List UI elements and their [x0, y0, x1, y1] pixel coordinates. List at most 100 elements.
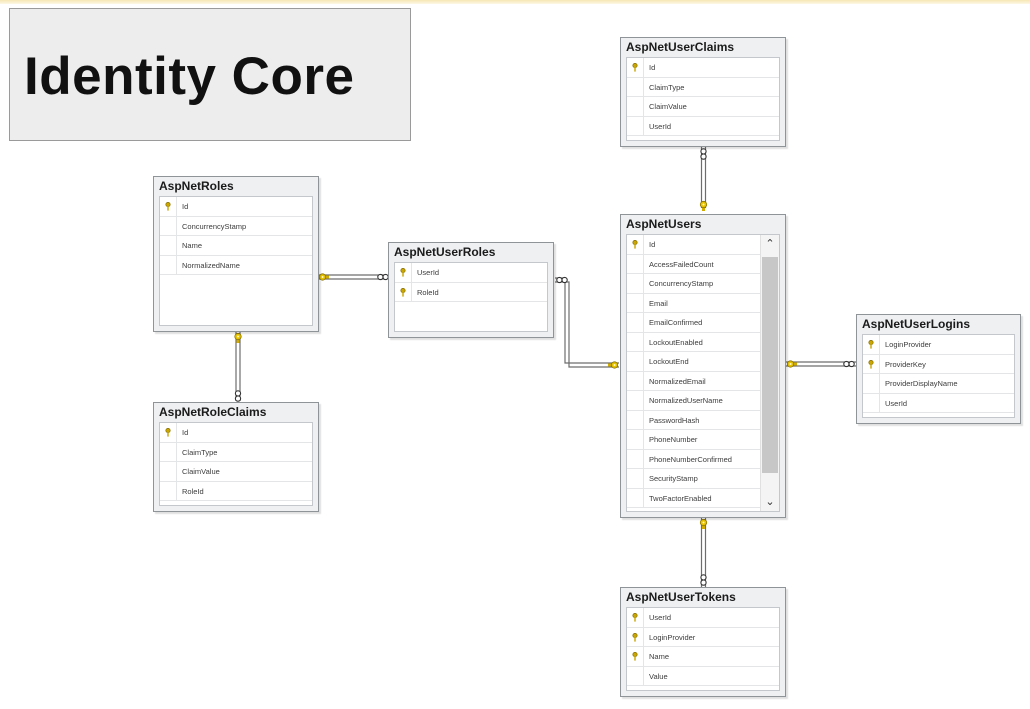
- column-row[interactable]: UserId: [627, 608, 779, 628]
- column-name: ProviderKey: [885, 359, 926, 369]
- column-name: ClaimValue: [649, 102, 687, 111]
- column-row[interactable]: UserId: [395, 263, 547, 283]
- column-row[interactable]: Name: [160, 236, 312, 256]
- column-row[interactable]: Id: [627, 58, 779, 78]
- slide-title-box: Identity Core: [9, 8, 411, 141]
- slide-title: Identity Core: [24, 47, 355, 106]
- column-row[interactable]: UserId: [863, 393, 1014, 413]
- table-title: AspNetRoleClaims: [159, 405, 267, 419]
- column-name: PasswordHash: [649, 415, 700, 425]
- column-row[interactable]: PhoneNumber: [627, 430, 761, 450]
- row-selector: [863, 354, 880, 373]
- column-row[interactable]: LoginProvider: [863, 335, 1014, 355]
- column-row[interactable]: Name: [627, 647, 779, 667]
- row-selector: [395, 282, 412, 301]
- scroll-down-icon[interactable]: ⌄: [765, 495, 775, 508]
- column-name: RoleId: [417, 287, 439, 297]
- link-users-usertokens: [699, 518, 708, 587]
- column-row[interactable]: PasswordHash: [627, 410, 761, 430]
- column-row[interactable]: Id: [160, 423, 312, 443]
- column-name: ClaimType: [649, 82, 685, 92]
- row-selector: [627, 627, 644, 646]
- row-selector: [627, 449, 644, 468]
- row-selector: [395, 263, 412, 282]
- column-row[interactable]: NormalizedName: [160, 255, 312, 275]
- column-row[interactable]: NormalizedUserName: [627, 391, 761, 411]
- column-name: PhoneNumberConfirmed: [649, 454, 732, 464]
- column-row[interactable]: Value: [627, 666, 779, 686]
- column-name: Name: [182, 241, 203, 250]
- column-row[interactable]: ClaimType: [627, 77, 779, 97]
- row-selector: [160, 481, 177, 500]
- row-selector: [160, 197, 177, 216]
- column-row[interactable]: PhoneNumberConfirmed: [627, 449, 761, 469]
- column-row[interactable]: ProviderDisplayName: [863, 374, 1014, 394]
- column-row[interactable]: RoleId: [395, 282, 547, 302]
- column-row[interactable]: LockoutEnd: [627, 352, 761, 372]
- row-selector: [627, 58, 644, 77]
- column-name: Id: [649, 240, 656, 249]
- link-users-userclaims: [699, 147, 708, 212]
- primary-key-icon: [400, 268, 406, 277]
- row-selector: [627, 97, 644, 116]
- column-row[interactable]: SecurityStamp: [627, 469, 761, 489]
- column-list-scrollbar[interactable]: ⌃ ⌄: [760, 235, 779, 511]
- row-selector: [627, 666, 644, 685]
- column-row[interactable]: ClaimValue: [627, 97, 779, 117]
- primary-key-icon: [165, 202, 171, 211]
- column-name: LoginProvider: [649, 632, 696, 642]
- column-row[interactable]: Id: [627, 235, 761, 255]
- column-name: LockoutEnabled: [649, 337, 703, 347]
- column-row[interactable]: LoginProvider: [627, 627, 779, 647]
- column-row[interactable]: EmailConfirmed: [627, 313, 761, 333]
- column-row[interactable]: ClaimValue: [160, 462, 312, 482]
- row-selector: [160, 462, 177, 481]
- column-name: UserId: [649, 121, 672, 131]
- column-row[interactable]: LockoutEnabled: [627, 332, 761, 352]
- column-name: NormalizedUserName: [649, 396, 723, 405]
- column-name: UserId: [649, 613, 672, 622]
- column-name: NormalizedEmail: [649, 376, 706, 386]
- row-selector: [627, 274, 644, 293]
- row-selector: [627, 77, 644, 96]
- primary-key-icon: [868, 340, 874, 349]
- column-row[interactable]: UserId: [627, 116, 779, 136]
- column-row[interactable]: ProviderKey: [863, 354, 1014, 374]
- row-selector: [627, 254, 644, 273]
- row-selector: [627, 647, 644, 666]
- row-selector: [627, 352, 644, 371]
- column-name: RoleId: [182, 486, 204, 496]
- scrollbar-thumb[interactable]: [762, 257, 778, 473]
- column-name: NormalizedName: [182, 260, 240, 270]
- column-row[interactable]: NormalizedEmail: [627, 371, 761, 391]
- link-users-userlogins: [786, 360, 856, 368]
- column-row[interactable]: ClaimType: [160, 442, 312, 462]
- row-selector: [627, 116, 644, 135]
- column-row[interactable]: Email: [627, 293, 761, 313]
- row-selector: [627, 608, 644, 627]
- column-row[interactable]: TwoFactorEnabled: [627, 488, 761, 508]
- primary-key-icon: [632, 63, 638, 72]
- column-name: EmailConfirmed: [649, 318, 703, 327]
- table-title: AspNetUserClaims: [626, 40, 735, 54]
- row-selector: [627, 313, 644, 332]
- column-row[interactable]: ConcurrencyStamp: [160, 216, 312, 236]
- row-selector: [627, 488, 644, 507]
- scroll-up-icon[interactable]: ⌃: [765, 237, 775, 250]
- column-row[interactable]: ConcurrencyStamp: [627, 274, 761, 294]
- column-row[interactable]: RoleId: [160, 481, 312, 501]
- column-row[interactable]: AccessFailedCount: [627, 254, 761, 274]
- column-name: UserId: [885, 398, 908, 408]
- column-row[interactable]: Id: [160, 197, 312, 217]
- link-users-userroles: [555, 276, 619, 369]
